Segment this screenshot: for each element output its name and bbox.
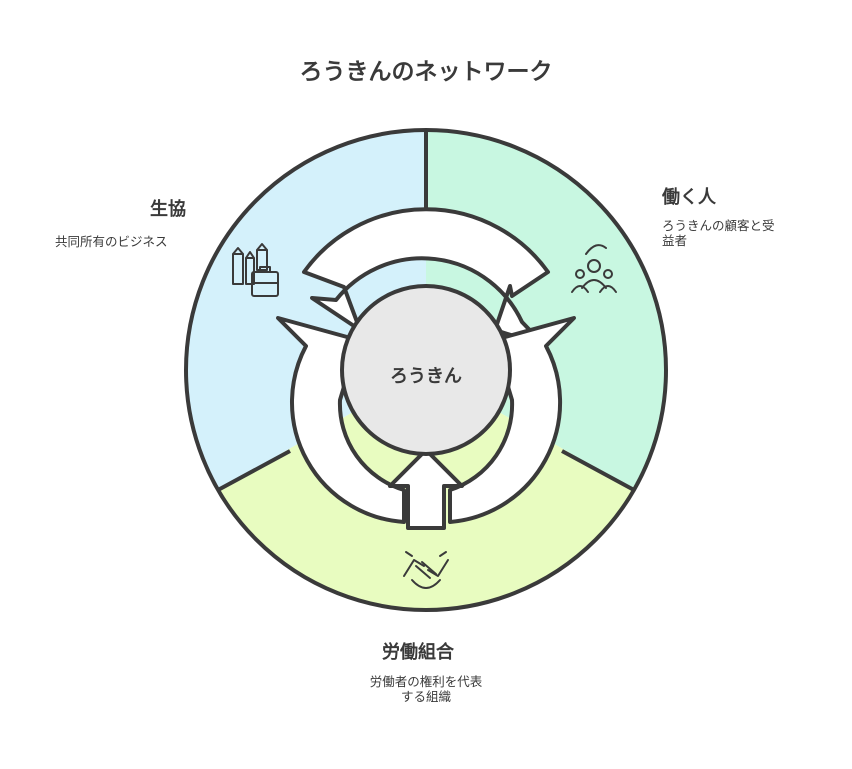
buildings-briefcase-icon bbox=[232, 243, 279, 297]
segment-desc-union-line: 労働者の権利を代表 bbox=[369, 674, 483, 689]
arrow-right bbox=[448, 316, 576, 524]
segment-desc-workers-line: ろうきんの顧客と受 bbox=[662, 218, 775, 233]
segment-desc-workers-line: 益者 bbox=[662, 233, 688, 248]
people-group-icon bbox=[571, 244, 617, 293]
divider-left bbox=[217, 449, 291, 492]
arrow-left bbox=[276, 316, 406, 524]
page-title: ろうきんのネットワーク bbox=[299, 59, 553, 85]
segment-title-workers: 働く人 bbox=[662, 187, 716, 208]
segment-desc-workers: ろうきんの顧客と受 益者 bbox=[662, 218, 775, 248]
center-circle bbox=[340, 284, 512, 456]
segment-title-coop: 生協 bbox=[150, 199, 186, 220]
segment-desc-coop: 共同所有のビジネス bbox=[55, 234, 168, 249]
center-label: ろうきん bbox=[390, 366, 462, 387]
segment-title-union: 労働組合 bbox=[382, 642, 454, 663]
divider-right bbox=[561, 449, 635, 492]
segment-desc-union: 労働者の権利を代表 する組織 bbox=[346, 674, 506, 704]
handshake-icon bbox=[403, 551, 449, 589]
arrow-bottom bbox=[388, 448, 464, 530]
segment-desc-union-line: する組織 bbox=[400, 689, 451, 704]
